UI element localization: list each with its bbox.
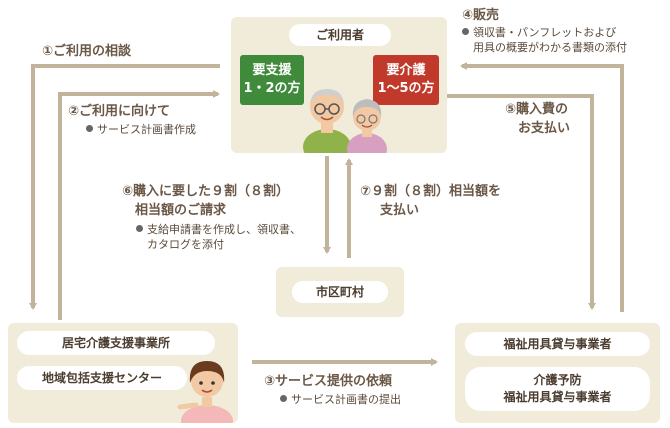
- home-care-office-label: 居宅介護支援事業所: [17, 331, 215, 355]
- step1-consult: ①ご利用の相談: [42, 44, 132, 59]
- municipality-label: 市区町村: [292, 281, 388, 303]
- step2-note: サービス計画書作成: [86, 122, 196, 137]
- step4-sale: ④販売: [462, 8, 500, 23]
- step5-payment: ⑤購入費の お支払い: [505, 102, 571, 136]
- welfare-rental-operator-label: 福祉用具貸与事業者: [465, 332, 650, 356]
- care-manager-box: 居宅介護支援事業所 地域包括支援センター: [8, 323, 238, 423]
- user-title: ご利用者: [289, 24, 391, 46]
- bullet-icon: [86, 125, 93, 132]
- regional-support-center-label: 地域包括支援センター: [17, 366, 187, 390]
- user-box: ご利用者 要支援 1・2の方 要介護 1〜5の方: [231, 17, 447, 153]
- step6-note: 支給申請書を作成し、領収書、 カタログを添付: [136, 222, 301, 252]
- bullet-icon: [280, 395, 287, 402]
- step6-claim: ⑥購入に要した９割（８割） 相当額のご請求: [122, 184, 290, 218]
- step3-request: ③サービス提供の依頼: [264, 374, 393, 389]
- arrow-consult: [29, 64, 220, 310]
- arrow-payment: [447, 94, 596, 310]
- care-badge: 要介護 1〜5の方: [373, 55, 439, 105]
- support-badge: 要支援 1・2の方: [240, 55, 304, 105]
- bullet-icon: [136, 225, 143, 232]
- arrow-plan: [58, 90, 220, 320]
- preventive-welfare-rental-operator-label: 介護予防 福祉用具貸与事業者: [465, 367, 650, 411]
- step7-reimburse: ⑦９割（８割）相当額を 支払い: [360, 184, 502, 218]
- municipality-box: 市区町村: [276, 267, 404, 317]
- elderly-couple-illustration: [303, 89, 387, 153]
- arrow-sale: [460, 62, 624, 312]
- staff-woman-illustration: [177, 361, 233, 423]
- bullet-icon: [462, 28, 469, 35]
- step4-note: 領収書・パンフレットおよび 用具の概要がわかる書類の添付: [462, 25, 627, 55]
- step3-note: サービス計画書の提出: [280, 392, 401, 407]
- step2-plan: ②ご利用に向けて: [68, 104, 171, 119]
- welfare-equipment-box: 福祉用具貸与事業者 介護予防 福祉用具貸与事業者: [455, 323, 660, 423]
